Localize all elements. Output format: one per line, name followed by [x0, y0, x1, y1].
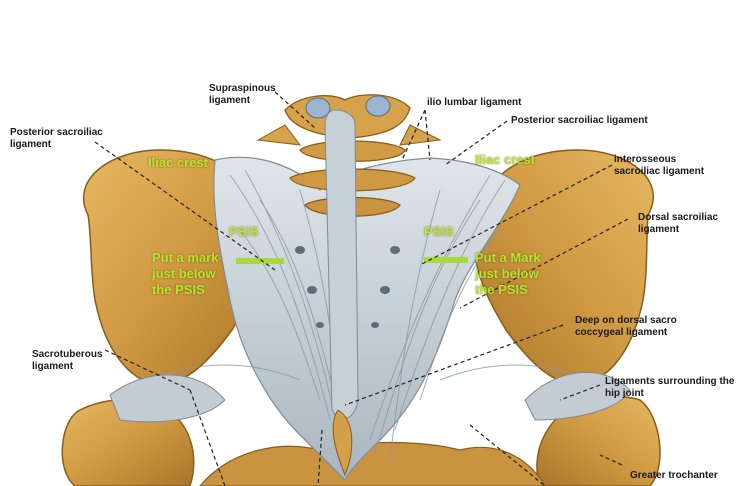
annotation-mark-right: Put a Mark just below the PSIS [475, 250, 541, 297]
label-supraspinous: Supraspinous ligament [209, 83, 276, 106]
label-posterior-si-right: Posterior sacroiliac ligament [511, 115, 648, 126]
spinous-column [324, 109, 359, 420]
label-sacrotuberous: Sacrotuberous ligament [32, 349, 103, 372]
psis-mark-right [424, 257, 468, 263]
psis-mark-left [236, 258, 284, 264]
pubic-arch [199, 441, 546, 486]
label-posterior-si-left: Posterior sacroiliac ligament [10, 127, 103, 150]
label-dorsal-si: Dorsal sacroiliac ligament [638, 212, 719, 235]
label-greater-trochanter: Greater trochanter [630, 470, 718, 481]
coccyx [332, 409, 353, 477]
label-ilio-lumbar: ilio lumbar ligament [427, 97, 522, 108]
label-hip-joint: Ligaments surrounding the hip joint [605, 376, 735, 399]
right-hip-ligament [524, 371, 631, 421]
label-interosseous: interosseous sacroiliac ligament [614, 154, 705, 177]
leader-lines [94, 91, 629, 486]
left-hip-ligament [109, 374, 226, 423]
annotation-iliac-crest-left: Iliac crest [148, 155, 208, 170]
annotation-psis-right: PSIS [424, 224, 454, 239]
annotation-psis-left: PSIS [229, 224, 259, 239]
label-deep-dorsal: Deep on dorsal sacro coccygeal ligament [575, 315, 677, 338]
annotation-mark-left: Put a mark just below the PSIS [152, 250, 219, 297]
annotation-iliac-crest-right: Iliac crest [475, 152, 535, 167]
right-ilium [472, 149, 654, 386]
sacral-foramina [295, 246, 400, 328]
